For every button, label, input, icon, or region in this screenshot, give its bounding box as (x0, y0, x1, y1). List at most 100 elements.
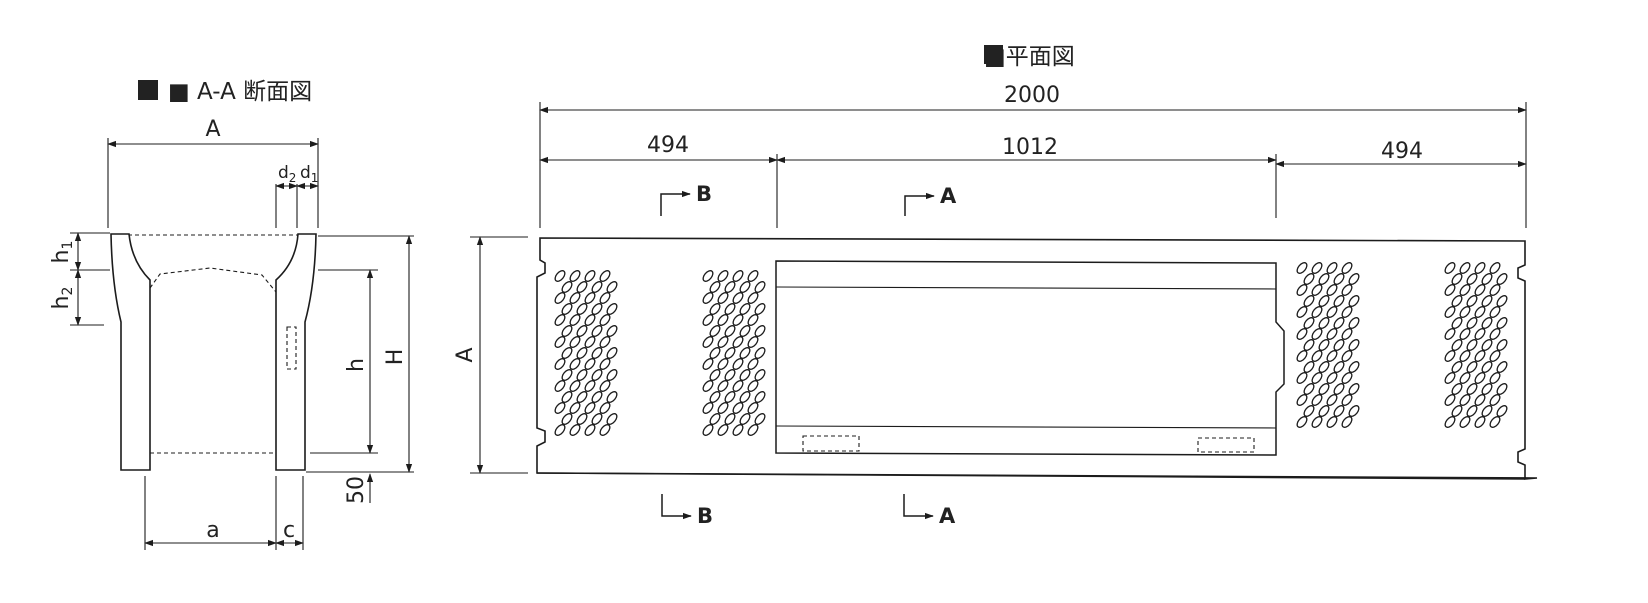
perforation-hole (584, 270, 596, 282)
perforation-hole (1459, 394, 1471, 406)
perforation-hole (1311, 306, 1323, 318)
perforation-hole (1333, 361, 1345, 373)
perforation-hole (1326, 306, 1338, 318)
perforation-hole (606, 325, 618, 337)
perforation-hole (754, 391, 766, 403)
perforation-hole (709, 303, 721, 315)
perforation-hole (724, 413, 736, 425)
perforation-hole (1333, 295, 1345, 307)
perforation-hole (561, 303, 573, 315)
perforation-hole (1333, 317, 1345, 329)
perforation-hole (747, 380, 759, 392)
perforation-hole (599, 402, 611, 414)
perforation-hole (717, 358, 729, 370)
perforation-hole (1326, 262, 1338, 274)
perforation-hole (569, 402, 581, 414)
perforation-hole (1326, 372, 1338, 384)
perforation-hole (754, 413, 766, 425)
perforation-hole (1481, 339, 1493, 351)
dim-label-h: h (344, 358, 369, 372)
lifting-recess-left (802, 435, 860, 452)
perforation-hole (1451, 361, 1463, 373)
perforation-hole (702, 314, 714, 326)
perforation-hole (1466, 339, 1478, 351)
perforation-hole (1311, 284, 1323, 296)
perforation-hole (1311, 350, 1323, 362)
perforation-hole (606, 303, 618, 315)
perforation-hole (1466, 295, 1478, 307)
perforation-hole (599, 292, 611, 304)
perforation-hole (1459, 284, 1471, 296)
perforation-hole (1348, 273, 1360, 285)
perforation-hole (732, 336, 744, 348)
dim-label-H: H (383, 349, 408, 366)
perforation-hole (1481, 361, 1493, 373)
perforation-hole (1451, 273, 1463, 285)
perforation-hole (747, 270, 759, 282)
perforation-hole (576, 347, 588, 359)
perforation-hole (747, 358, 759, 370)
perforation-hole (1496, 273, 1508, 285)
perforation-hole (1296, 350, 1308, 362)
section-mark-A-top: A (940, 184, 957, 208)
perforation-hole (569, 314, 581, 326)
perforation-hole (1489, 372, 1501, 384)
perforation-hole (1326, 328, 1338, 340)
perforation-hole (1481, 295, 1493, 307)
perforation-hole (1489, 262, 1501, 274)
perforation-hole (1444, 262, 1456, 274)
perforation-hole (1296, 328, 1308, 340)
perforation-hole (554, 270, 566, 282)
perforation-hole (554, 402, 566, 414)
perforation-hole (584, 292, 596, 304)
perforation-hole (724, 369, 736, 381)
perforation-hole (1474, 306, 1486, 318)
perforation-hole (1296, 416, 1308, 428)
perforation-hole (561, 391, 573, 403)
perforation-hole (1296, 394, 1308, 406)
perforation-hole (702, 336, 714, 348)
perforation-hole (1444, 284, 1456, 296)
perforation-hole (747, 402, 759, 414)
perforation-hole (1341, 306, 1353, 318)
perforation-hole (739, 281, 751, 293)
perforation-hole (1296, 284, 1308, 296)
perforation-hole (1489, 328, 1501, 340)
perforation-hole (569, 380, 581, 392)
perforation-hole (1311, 262, 1323, 274)
perforation-hole (606, 369, 618, 381)
perforation-hole (584, 358, 596, 370)
perforation-hole (561, 369, 573, 381)
perforation-hole (709, 325, 721, 337)
dim-label-A: A (205, 117, 220, 142)
perforation-hole (1296, 306, 1308, 318)
perforation-hole (702, 402, 714, 414)
perforation-hole (724, 391, 736, 403)
perforation-hole (1341, 394, 1353, 406)
perforation-hole (1341, 416, 1353, 428)
perforation-hole (739, 369, 751, 381)
perforation-hole (1303, 383, 1315, 395)
perforation-hole (1348, 295, 1360, 307)
lifting-recess-right (1197, 437, 1255, 453)
perforation-hole (1444, 350, 1456, 362)
perforation-hole (1474, 416, 1486, 428)
perforation-hole (1451, 339, 1463, 351)
dim-label-total: 2000 (1004, 83, 1060, 108)
perforation-hole (591, 303, 603, 315)
section-mark-A-bottom: A (939, 504, 956, 528)
perforation-hole (1303, 405, 1315, 417)
perforation-hole (554, 380, 566, 392)
perforation-hole (754, 369, 766, 381)
perforation-hole (554, 336, 566, 348)
dim-label-c: c (283, 518, 295, 543)
plan-side-label-A: A (453, 347, 478, 362)
perforation-hole (1311, 328, 1323, 340)
perforation-hole (1451, 383, 1463, 395)
perforation-hole (569, 292, 581, 304)
perforation-hole (569, 270, 581, 282)
perforation-hole (1481, 405, 1493, 417)
perforation-hole (717, 424, 729, 436)
perforation-hole (1303, 361, 1315, 373)
perforation-hole (1474, 328, 1486, 340)
